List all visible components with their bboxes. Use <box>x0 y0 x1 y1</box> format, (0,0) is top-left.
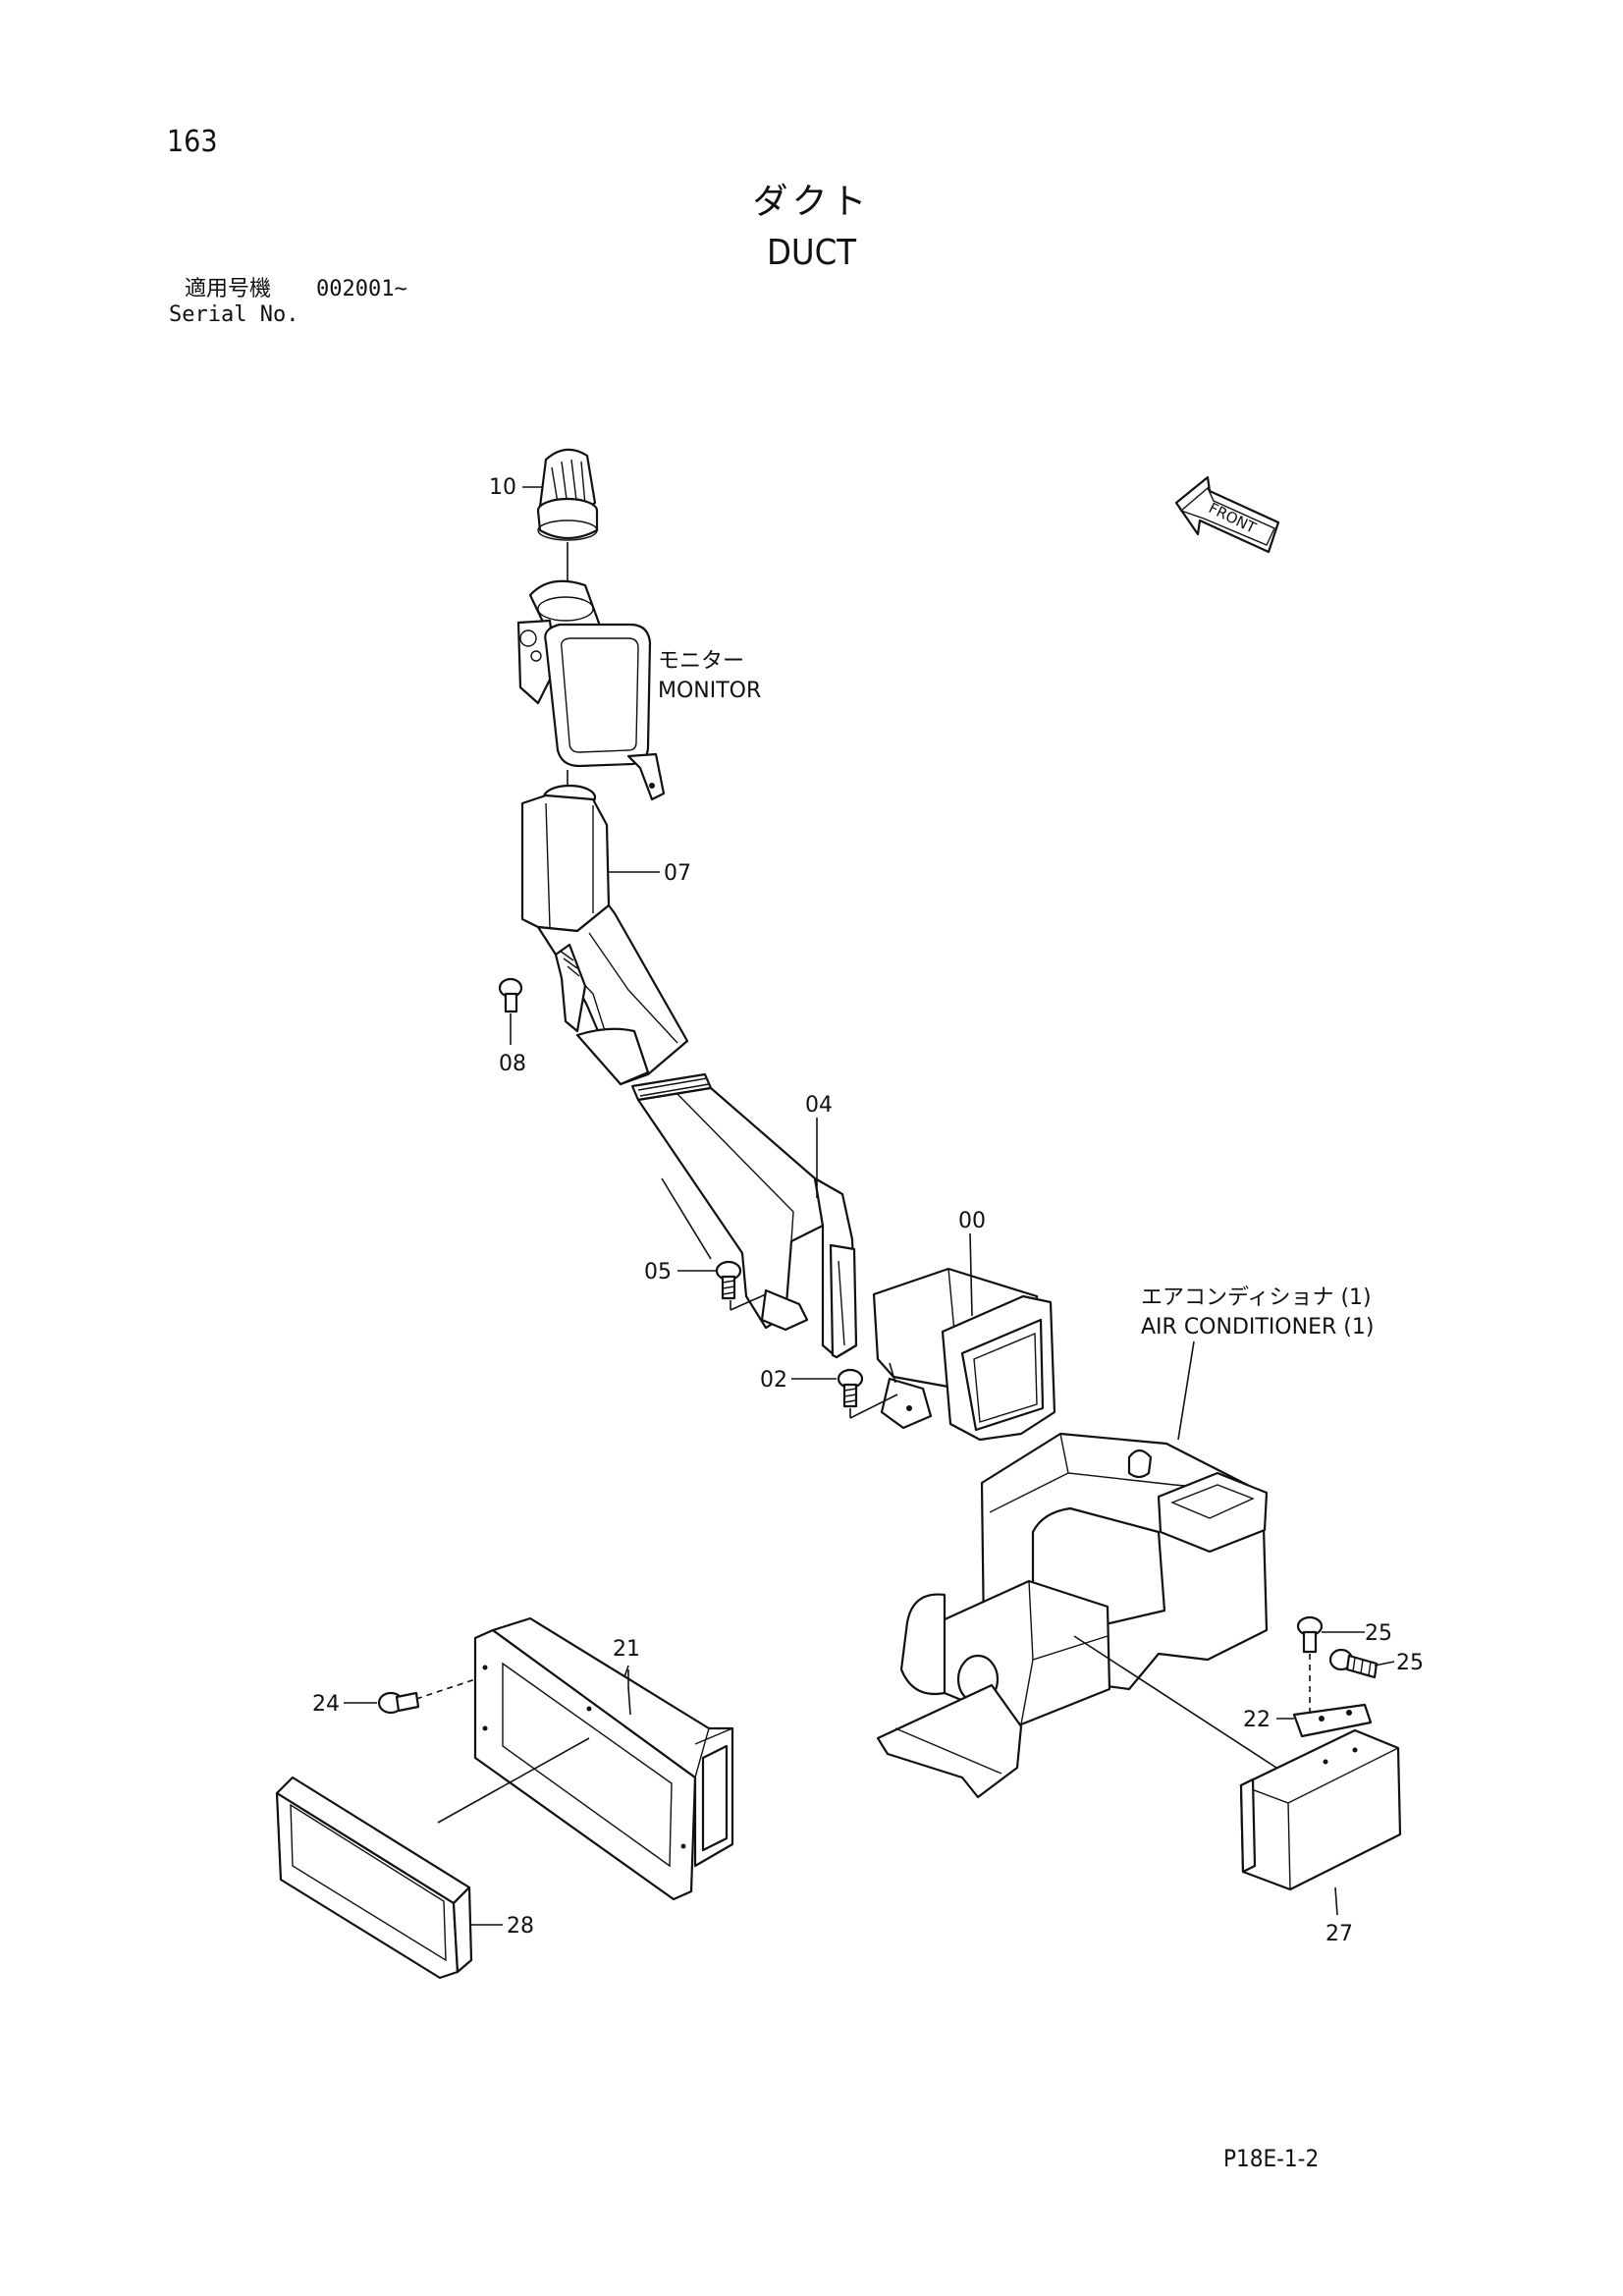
part-number-28: 28 <box>507 1914 534 1939</box>
filter-frame <box>473 1616 734 1901</box>
filter-element <box>275 1776 473 1980</box>
page-title: DUCT <box>766 233 857 273</box>
monitor-label: MONITOR <box>658 679 761 703</box>
bolt-24 <box>377 1691 420 1715</box>
part-number-22: 22 <box>1243 1708 1271 1732</box>
leader-lines <box>344 486 1395 1926</box>
upper-duct <box>520 784 689 1086</box>
bolt-05 <box>715 1260 742 1300</box>
part-number-04: 04 <box>805 1093 833 1118</box>
connecting-duct <box>872 1267 1056 1442</box>
monitor-unit <box>516 579 666 801</box>
footer-code: P18E-1-2 <box>1223 2145 1320 2172</box>
bolt-02 <box>837 1368 864 1408</box>
part-number-21: 21 <box>613 1637 640 1662</box>
ac-label: AIR CONDITIONER (1) <box>1141 1315 1374 1339</box>
part-number-25-upper: 25 <box>1365 1621 1392 1646</box>
serial-label-japanese: 適用号機 <box>185 277 272 301</box>
serial-label: Serial No. <box>169 302 299 327</box>
front-arrow-icon: FRONT <box>1174 475 1280 554</box>
bolt-08 <box>498 977 523 1013</box>
ac-label-japanese: エアコンディショナ (1) <box>1141 1285 1372 1310</box>
part-number-27: 27 <box>1325 1922 1353 1946</box>
part-number-05: 05 <box>644 1260 672 1285</box>
part-number-02: 02 <box>760 1368 787 1393</box>
page-title-japanese: ダクト <box>752 182 871 222</box>
part-number-24: 24 <box>312 1692 340 1717</box>
lower-duct <box>630 1072 858 1359</box>
serial-range: 002001~ <box>316 277 407 301</box>
part-number-08: 08 <box>499 1052 526 1076</box>
bracket <box>1292 1703 1373 1738</box>
part-number-25-lower: 25 <box>1396 1651 1424 1675</box>
air-conditioner-unit <box>876 1432 1269 1799</box>
page-number: 163 <box>167 125 218 159</box>
monitor-label-japanese: モニター <box>658 649 744 674</box>
part-number-00: 00 <box>958 1209 986 1233</box>
filter-box <box>1239 1728 1402 1891</box>
bolt-25-upper <box>1296 1615 1324 1654</box>
bolt-25-lower <box>1328 1648 1379 1679</box>
vent-nozzle <box>536 448 599 541</box>
part-number-07: 07 <box>664 861 691 886</box>
part-number-10: 10 <box>489 475 516 500</box>
